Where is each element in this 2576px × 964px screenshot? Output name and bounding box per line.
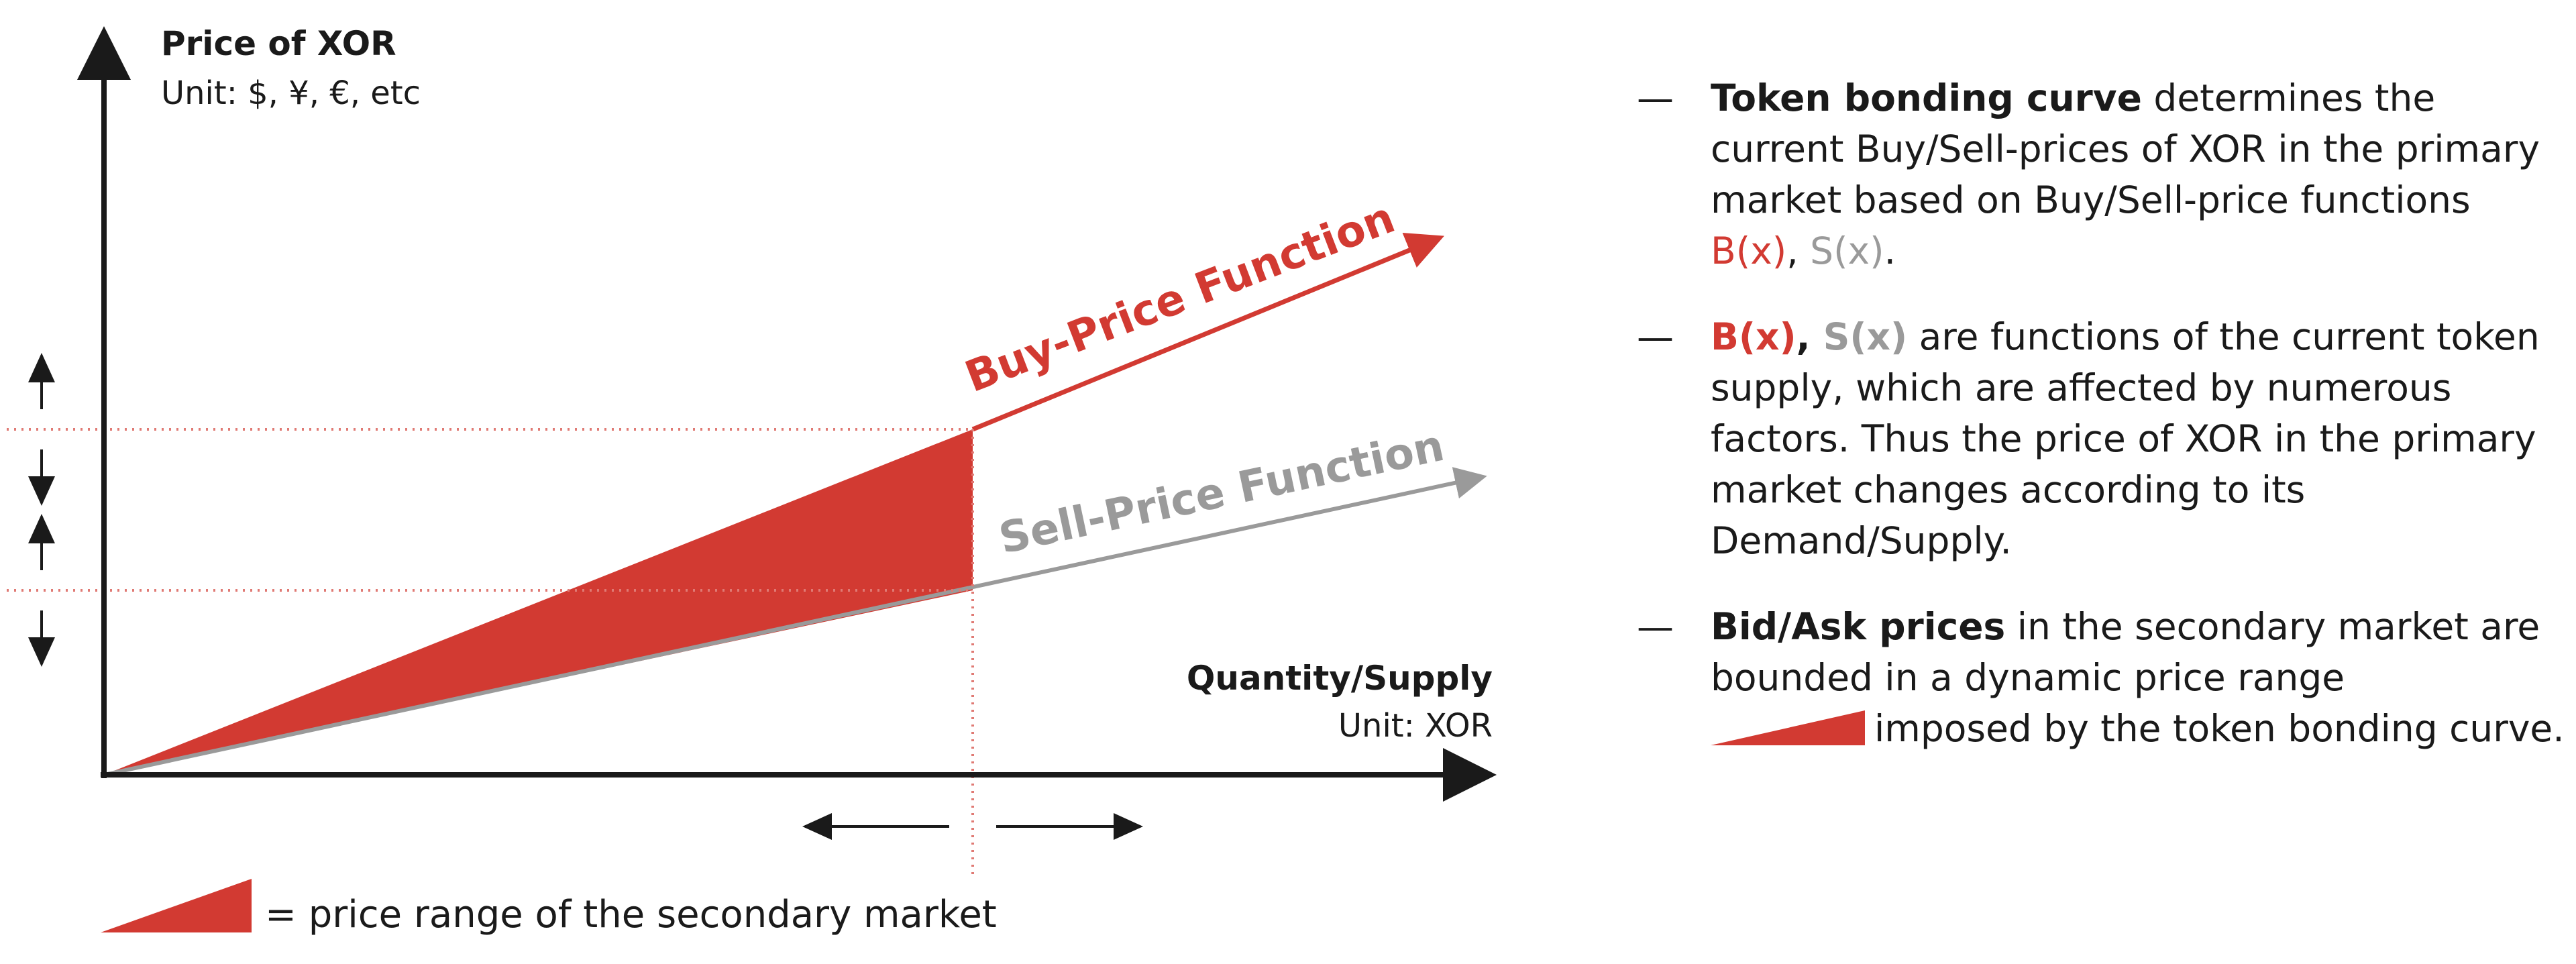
x-axis-unit: Unit: XOR [1338, 707, 1493, 745]
sell-price-line [103, 467, 1487, 777]
inline-price-range-wedge [1711, 710, 1865, 745]
buy-function-ref: B(x) [1711, 315, 1796, 358]
note-separator: , [1796, 315, 1823, 358]
bonding-curve-diagram: Price of XOR Unit: $, ¥, €, etc Quantity… [7, 24, 1497, 936]
buy-price-line [971, 233, 1444, 432]
note-dash: — [1637, 315, 1674, 358]
note-text-continued: imposed by the token bonding curve. [1874, 707, 2565, 750]
note-functions: — B(x), S(x) are functions of the curren… [1637, 311, 2569, 566]
buy-function-ref: B(x) [1711, 229, 1787, 272]
note-token-bonding-curve: — Token bonding curve determines the cur… [1637, 72, 2569, 276]
note-text: in the secondary market are bounded in a… [1711, 605, 2540, 699]
note-separator: , [1786, 229, 1811, 272]
price-range-wedge [104, 429, 973, 775]
legend-wedge-swatch [101, 879, 252, 932]
legend-text: = price range of the secondary market [265, 893, 997, 936]
note-dash: — [1637, 605, 1674, 648]
note-bold-term: Token bonding curve [1711, 76, 2142, 119]
buy-price-label: Buy-Price Function [959, 193, 1401, 403]
sell-price-label: Sell-Price Function [995, 421, 1448, 564]
note-end: . [1884, 229, 1896, 272]
note-bid-ask-prices: — Bid/Ask prices in the secondary market… [1637, 601, 2569, 754]
note-text: are functions of the current token suppl… [1711, 315, 2540, 562]
explanation-list: — Token bonding curve determines the cur… [1637, 72, 2569, 789]
sell-function-ref: S(x) [1823, 315, 1908, 358]
y-axis-title: Price of XOR [161, 24, 396, 63]
x-axis-title: Quantity/Supply [1187, 659, 1493, 698]
sell-function-ref: S(x) [1810, 229, 1884, 272]
note-dash: — [1637, 76, 1674, 119]
note-text: determines the current Buy/Sell-prices o… [1711, 76, 2540, 221]
note-bold-term: Bid/Ask prices [1711, 605, 2006, 648]
y-axis-unit: Unit: $, ¥, €, etc [161, 74, 421, 112]
